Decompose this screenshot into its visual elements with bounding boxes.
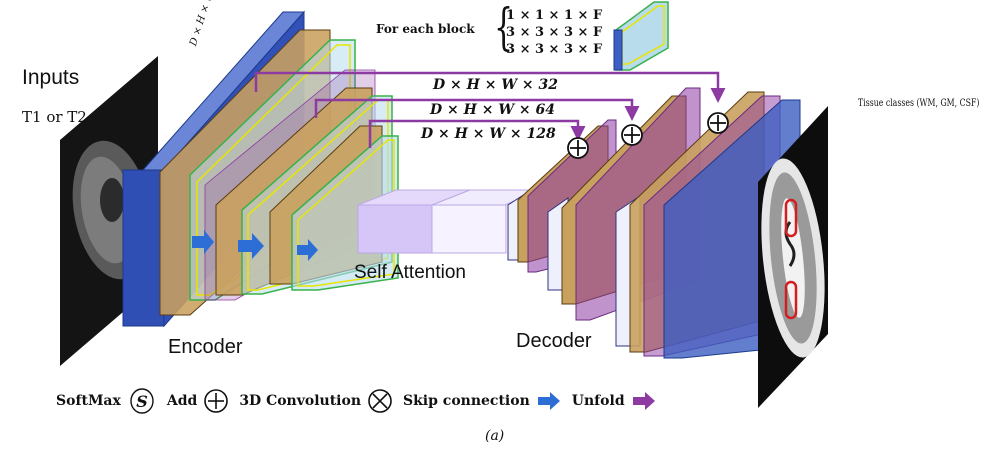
conv-cross-icon [368, 389, 392, 413]
encoder-blocks [122, 10, 399, 328]
output-segmentation-image [758, 106, 828, 408]
figure-caption: (a) [485, 428, 505, 444]
legend-softmax-label: SoftMax [56, 393, 121, 409]
legend-conv-label: 3D Convolution [239, 393, 361, 409]
block-line-1: 1 × 1 × 1 × F [506, 8, 603, 23]
block-line-2: 3 × 3 × 3 × F [506, 25, 603, 40]
skip-dim-128: D × H × W × 128 [421, 126, 556, 142]
skip-arrows [192, 230, 318, 261]
skip-dim-64: D × H × W × 64 [430, 102, 556, 118]
skip-dim-32: D × H × W × 32 [433, 77, 559, 93]
unfold-connections [254, 71, 726, 148]
block-title: For each block [376, 22, 475, 36]
inputs-subtitle: T1 or T2 [22, 108, 87, 126]
decoder-label: Decoder [516, 330, 592, 352]
skip-arrow-icon [537, 392, 560, 410]
unfold-arrow-icon [632, 392, 655, 410]
encoder-label: Encoder [168, 336, 243, 358]
block-inset-icon [613, 1, 669, 71]
add-circle-icon [567, 112, 729, 159]
softmax-s-letter: S [136, 392, 148, 411]
output-label: Tissue classes (WM, GM, CSF) [858, 98, 980, 109]
self-attention-label: Self Attention [354, 262, 466, 283]
legend-unfold-label: Unfold [571, 393, 625, 409]
legend-skip-label: Skip connection [403, 393, 530, 409]
legend: SoftMax S Add 3D Convolution Skip connec… [56, 388, 667, 414]
softmax-s-icon: S [130, 388, 154, 414]
legend-add-label: Add [166, 393, 198, 409]
block-brace: { [494, 0, 514, 56]
add-legend-icon [204, 389, 229, 413]
inputs-title: Inputs [22, 66, 80, 89]
block-line-3: 3 × 3 × 3 × F [506, 42, 603, 57]
